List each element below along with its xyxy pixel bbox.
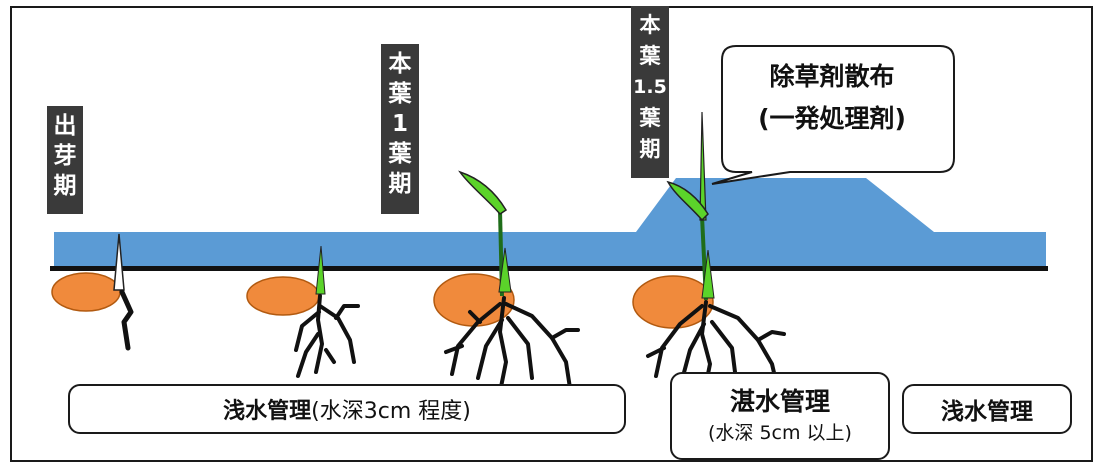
plant-early-shoot (246, 245, 360, 378)
stage-label-emergence: 出 芽 期 (47, 106, 83, 214)
coleoptile (113, 233, 125, 291)
flooded-water-depth: (水深 5cm 以上) (708, 422, 852, 444)
final-shallow-water-box: 浅水管理 (902, 384, 1072, 434)
shoot (315, 245, 326, 295)
stage-label-one-leaf: 本 葉 1 葉 期 (381, 44, 419, 214)
leaf-blade (666, 180, 709, 222)
callout-bubble (711, 45, 955, 185)
leaf-sheath (498, 247, 512, 293)
shallow-water-management-box: 浅水管理 (水深3cm 程度) (68, 384, 626, 434)
flooded-water-management-box: 湛水管理 (水深 5cm 以上) (670, 372, 890, 460)
plant-one-leaf (433, 170, 580, 394)
soil-line (50, 266, 1048, 271)
seed (246, 276, 320, 316)
stage-label-one-and-half-leaf: 本 葉 1.5 葉 期 (631, 6, 669, 178)
flooded-water-label: 湛水管理 (729, 387, 830, 416)
root (119, 289, 134, 351)
shallow-water-label: 浅水管理 (223, 399, 312, 424)
leaf-blade (458, 170, 508, 215)
seed (51, 272, 121, 312)
water-layer (54, 178, 1046, 268)
diagram-frame (10, 6, 1093, 462)
leaf-sheath (701, 249, 715, 299)
seed (632, 275, 714, 329)
final-shallow-water-label: 浅水管理 (941, 399, 1033, 425)
callout-subtitle: (一発処理剤) (758, 104, 906, 133)
herbicide-callout-text: 除草剤散布 (一発処理剤) (722, 56, 942, 140)
callout-title: 除草剤散布 (769, 62, 895, 91)
roots (444, 296, 580, 394)
shallow-water-depth: (水深3cm 程度) (311, 399, 471, 424)
roots (294, 294, 360, 378)
plant-emergence (51, 233, 134, 351)
